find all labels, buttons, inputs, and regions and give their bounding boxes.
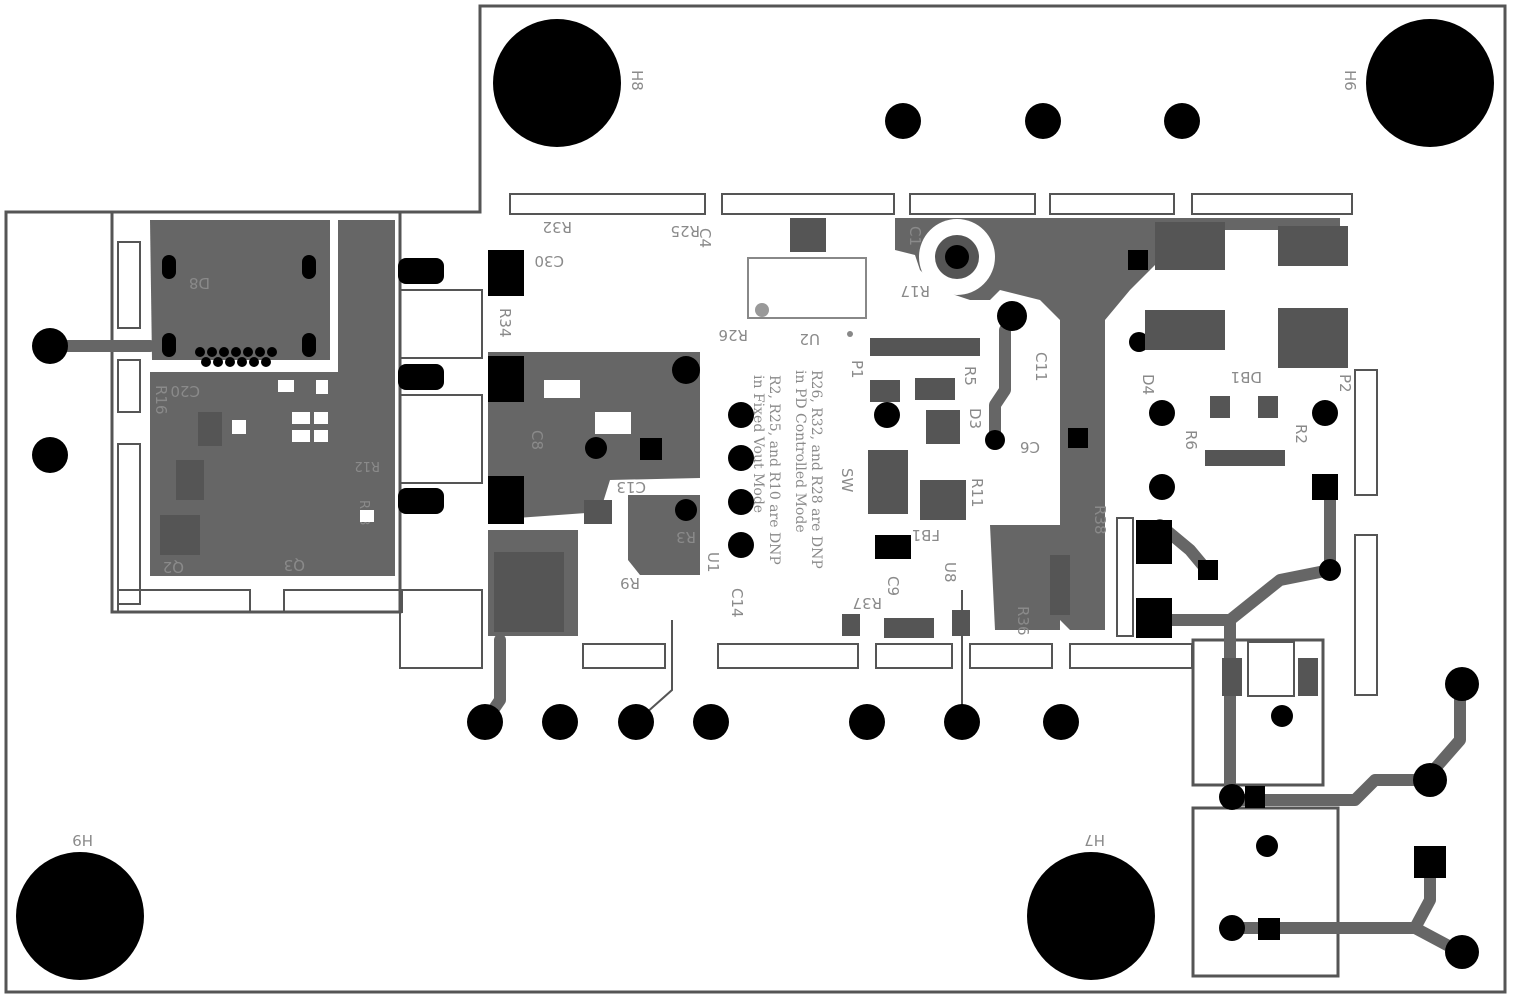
- mounting-hole-h8: [493, 19, 621, 147]
- d8-header-pins: [162, 255, 316, 367]
- label-r34: R34: [496, 308, 514, 338]
- label-q2: Q2: [163, 558, 184, 576]
- label-p2: P2: [1336, 374, 1354, 393]
- label-r2: R2: [1292, 424, 1310, 444]
- right-connector-outline: [1191, 638, 1325, 787]
- label-c14: C14: [728, 588, 746, 618]
- through-holes: [32, 103, 1479, 969]
- mounting-hole-h6: [1366, 19, 1494, 147]
- label-r9: R9: [620, 574, 640, 592]
- board-outline: [4, 4, 1507, 994]
- lower-right-cutout: [1191, 806, 1340, 978]
- label-h9: H9: [72, 831, 93, 849]
- label-c6: C6: [1020, 438, 1040, 456]
- label-u1: U1: [704, 552, 722, 573]
- label-h7: H7: [1084, 831, 1105, 849]
- note-dnp-fixed-1: R2, R25, and R10 are DNP: [766, 375, 782, 565]
- label-fb1: FB1: [912, 526, 940, 544]
- label-d3: D3: [966, 408, 984, 429]
- label-h6: H6: [1341, 70, 1359, 91]
- label-d4: D4: [1139, 374, 1157, 395]
- component-pads: [160, 218, 1446, 940]
- label-r32: R32: [542, 218, 572, 236]
- note-dnp-pd-2: in PD Controlled Mode: [792, 370, 808, 533]
- label-c11: C11: [1032, 352, 1050, 382]
- note-dnp-pd-1: R26, R32, and R28 are DNP: [808, 370, 824, 569]
- silkscreen-labels: H8 H6 H9 H7 D8 C20 R16 Q2 Q3 R12 R13 R32…: [72, 70, 1359, 849]
- label-c8: C8: [528, 430, 546, 450]
- label-c30: C30: [534, 252, 564, 270]
- label-q3: Q3: [284, 556, 305, 574]
- label-u8: U8: [941, 562, 959, 583]
- mounting-hole-h7: [1027, 852, 1155, 980]
- label-r12-left: R12: [354, 458, 380, 473]
- board-slots: [117, 193, 1378, 697]
- label-r5: R5: [961, 366, 979, 386]
- label-r16: R16: [152, 385, 170, 415]
- label-c1: C1: [906, 226, 924, 246]
- label-r6: R6: [1182, 430, 1200, 450]
- mounting-hole-h9: [16, 852, 144, 980]
- label-r38: R38: [1091, 505, 1109, 535]
- label-c13: C13: [616, 478, 646, 496]
- label-r17: R17: [900, 282, 930, 300]
- label-r3: R3: [676, 528, 696, 546]
- label-r36: R36: [1014, 606, 1032, 636]
- label-u2: U2: [799, 330, 820, 348]
- label-c20: C20: [170, 382, 200, 400]
- label-r26: R26: [718, 326, 748, 344]
- label-d8: D8: [189, 274, 210, 292]
- note-dnp-fixed-2: in Fixed Vout Mode: [750, 375, 766, 513]
- label-sw: SW: [838, 468, 856, 493]
- label-db1: DB1: [1231, 368, 1262, 386]
- label-r37: R37: [852, 594, 882, 612]
- label-r11: R11: [968, 478, 986, 508]
- label-p1: P1: [848, 360, 866, 379]
- label-c9: C9: [884, 576, 902, 596]
- label-c4: C4: [696, 228, 714, 248]
- small-smd-pads: [232, 300, 928, 522]
- label-h8: H8: [628, 70, 646, 91]
- traces: [44, 310, 1466, 958]
- label-r25: R25: [670, 222, 700, 240]
